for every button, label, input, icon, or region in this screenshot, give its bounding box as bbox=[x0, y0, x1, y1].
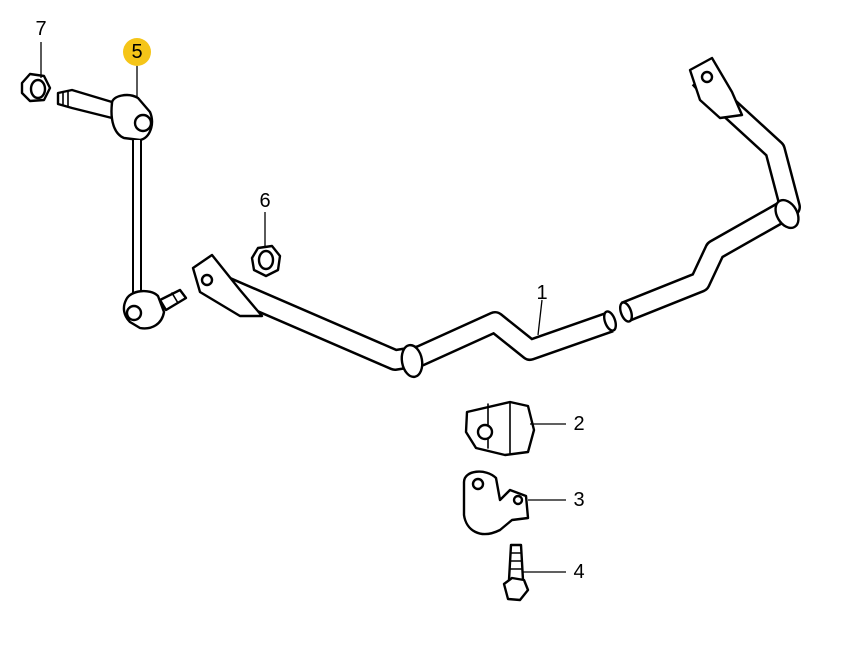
bushing[interactable] bbox=[464, 400, 536, 457]
bolt[interactable] bbox=[502, 543, 530, 602]
stabilizer-bar[interactable] bbox=[191, 56, 803, 379]
callout-1: 1 bbox=[536, 282, 548, 304]
callout-2: 2 bbox=[573, 413, 585, 435]
callout-4: 4 bbox=[573, 561, 585, 583]
callout-6: 6 bbox=[259, 190, 271, 212]
stabilizer-link[interactable] bbox=[56, 88, 188, 330]
nut-part-6[interactable] bbox=[250, 244, 282, 278]
bracket[interactable] bbox=[462, 470, 530, 536]
nut-part-7[interactable] bbox=[20, 72, 52, 103]
callout-7: 7 bbox=[35, 18, 47, 40]
callout-5-highlighted: 5 bbox=[123, 38, 151, 66]
callout-3: 3 bbox=[573, 489, 585, 511]
leader-lines bbox=[40, 42, 566, 573]
